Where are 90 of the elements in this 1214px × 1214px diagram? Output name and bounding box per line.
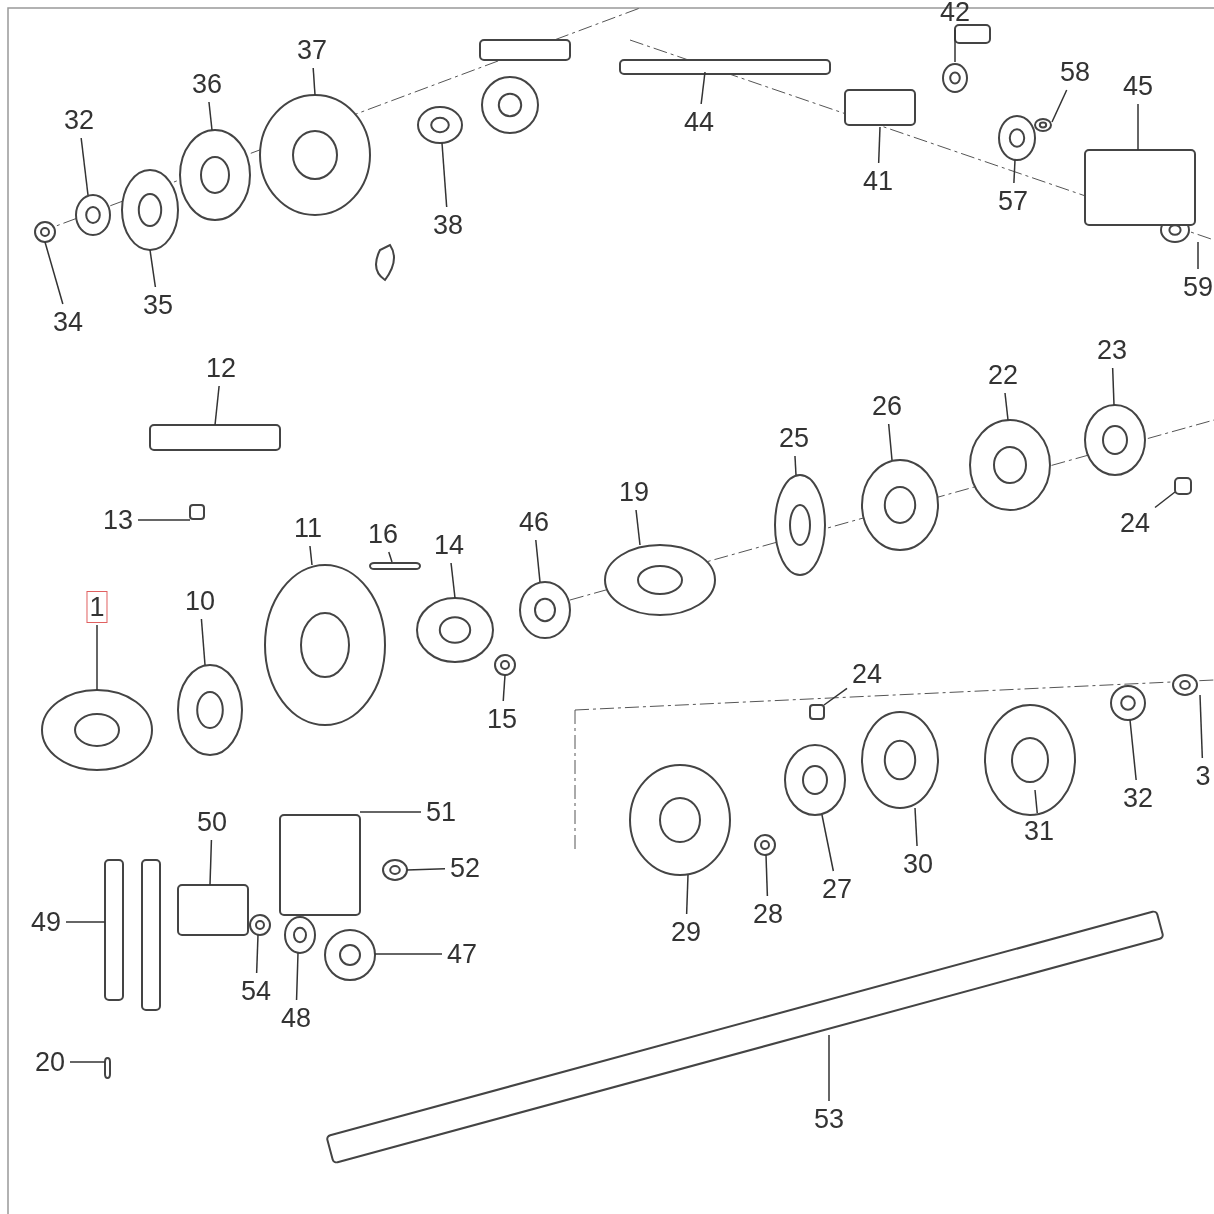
callout-number: 58 [1058, 57, 1092, 87]
leader-line [295, 952, 299, 1001]
callout-number: 29 [669, 917, 703, 947]
callout-number: 49 [29, 907, 63, 937]
callout-number: 24 [850, 659, 884, 689]
callout-number: 19 [617, 477, 651, 507]
callout-number: 38 [431, 210, 465, 240]
callout-number: 32 [1121, 783, 1155, 813]
callout-number: 30 [901, 849, 935, 879]
leader-line [1197, 241, 1199, 270]
callout-number: 48 [279, 1003, 313, 1033]
leader-line [828, 1034, 830, 1102]
leader-line [914, 807, 918, 847]
leader-line [255, 934, 259, 974]
callout-number: 15 [485, 704, 519, 734]
callout-number: 52 [448, 853, 482, 883]
leader-line [312, 67, 316, 96]
leader-line [887, 423, 893, 461]
leader-line [765, 854, 769, 897]
leader-line [309, 545, 313, 566]
callout-number: 51 [424, 797, 458, 827]
callout-number: 41 [861, 166, 895, 196]
leader-line [374, 953, 443, 955]
callout-number: 22 [986, 360, 1020, 390]
callout-number: 13 [101, 505, 135, 535]
leader-line [149, 249, 157, 288]
callout-number: 47 [445, 939, 479, 969]
leader-line [65, 921, 106, 923]
callout-number: 27 [820, 874, 854, 904]
leader-line [208, 101, 213, 131]
callout-number: 11 [292, 513, 324, 543]
leader-line [1129, 719, 1137, 781]
callout-number: 46 [517, 507, 551, 537]
leader-line [1004, 392, 1009, 421]
callout-number: 36 [190, 69, 224, 99]
leader-line [209, 839, 213, 886]
callout-number: 50 [195, 807, 229, 837]
leader-line [1199, 694, 1204, 759]
leader-line [821, 814, 835, 872]
callout-number: 45 [1121, 71, 1155, 101]
callout-number: 42 [938, 0, 972, 27]
leader-line [1013, 159, 1016, 184]
leader-line [685, 874, 689, 915]
leader-line [635, 509, 641, 546]
leader-line [823, 687, 848, 706]
callout-number: 24 [1118, 508, 1152, 538]
leader-line [535, 539, 541, 583]
leader-line [794, 455, 797, 476]
callout-number: 34 [51, 307, 85, 337]
callout-number: 35 [141, 290, 175, 320]
leader-line [96, 624, 98, 691]
callout-number: 20 [33, 1047, 67, 1077]
callout-number: 12 [204, 353, 238, 383]
leader-line [44, 241, 64, 305]
callout-number: 53 [812, 1104, 846, 1134]
leader-line [1034, 789, 1038, 814]
leader-line [200, 618, 206, 666]
leader-line [1137, 103, 1139, 151]
callout-number: 16 [366, 519, 400, 549]
callout-number: 14 [432, 530, 466, 560]
callout-number: 54 [239, 976, 273, 1006]
leader-line [700, 71, 706, 105]
leader-line [441, 142, 448, 208]
callout-number: 44 [682, 107, 716, 137]
callout-number: 1 [86, 591, 108, 623]
leader-line [1051, 89, 1068, 123]
leader-line [877, 126, 881, 164]
leader-line [69, 1061, 106, 1063]
leader-line [450, 562, 456, 599]
leader-line [359, 811, 422, 813]
callout-number: 57 [996, 186, 1030, 216]
leader-line [954, 29, 956, 63]
leader-line [80, 137, 89, 196]
callout-number: 3 [1193, 761, 1213, 791]
callout-number: 31 [1022, 816, 1056, 846]
leader-line [214, 385, 220, 426]
callout-number: 10 [183, 586, 217, 616]
leader-line [1154, 491, 1176, 509]
callout-number: 26 [870, 391, 904, 421]
leader-line [1111, 367, 1115, 406]
callout-number: 37 [295, 35, 329, 65]
callout-number: 25 [777, 423, 811, 453]
leader-line [406, 867, 446, 871]
leader-line [137, 519, 191, 521]
leader-line [388, 551, 393, 563]
callout-number: 23 [1095, 335, 1129, 365]
callout-number: 28 [751, 899, 785, 929]
callout-number: 59 [1181, 272, 1214, 302]
callout-number: 32 [62, 105, 96, 135]
leader-line [502, 674, 506, 702]
